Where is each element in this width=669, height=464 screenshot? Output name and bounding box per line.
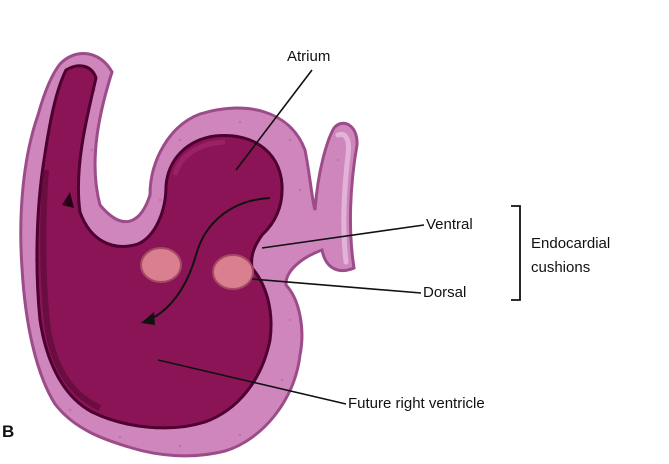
endocardial-label-line2: cushions: [531, 259, 591, 276]
leader-lines: [157, 69, 425, 405]
frv-leader: [157, 359, 347, 405]
atrium-leader: [235, 69, 313, 171]
flow-chevron-icon: [62, 192, 74, 208]
endocardial-bracket: [511, 205, 521, 301]
ventral-leader: [261, 224, 425, 249]
atrium-label: Atrium: [287, 48, 331, 65]
outflow-vessel: [335, 131, 351, 265]
ventral-cushion: [140, 247, 182, 283]
heart-lumen: [35, 64, 284, 430]
dorsal-cushion: [212, 254, 254, 290]
dorsal-label: Dorsal: [423, 284, 467, 301]
flow-arrowhead-icon: [141, 312, 155, 325]
future-right-ventricle-label: Future right ventricle: [348, 395, 485, 412]
atrium-shading: [172, 139, 226, 176]
endocardial-label-line1: Endocardial: [531, 235, 611, 252]
ventral-label: Ventral: [426, 216, 473, 233]
panel-letter: B: [2, 422, 15, 441]
lumen-shading: [40, 169, 102, 411]
blood-flow-arrow: [147, 197, 271, 321]
dorsal-leader: [251, 278, 422, 294]
